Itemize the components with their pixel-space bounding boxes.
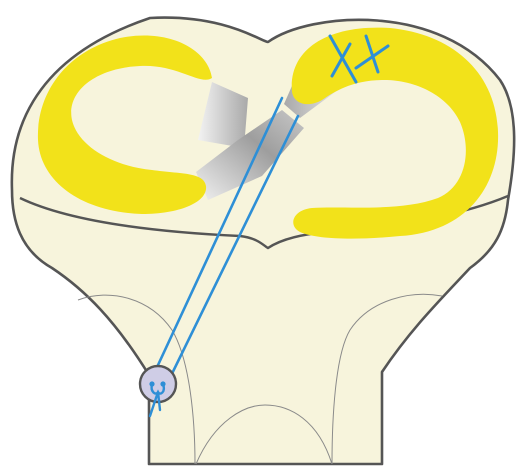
meniscal-root-repair-diagram <box>0 0 521 470</box>
